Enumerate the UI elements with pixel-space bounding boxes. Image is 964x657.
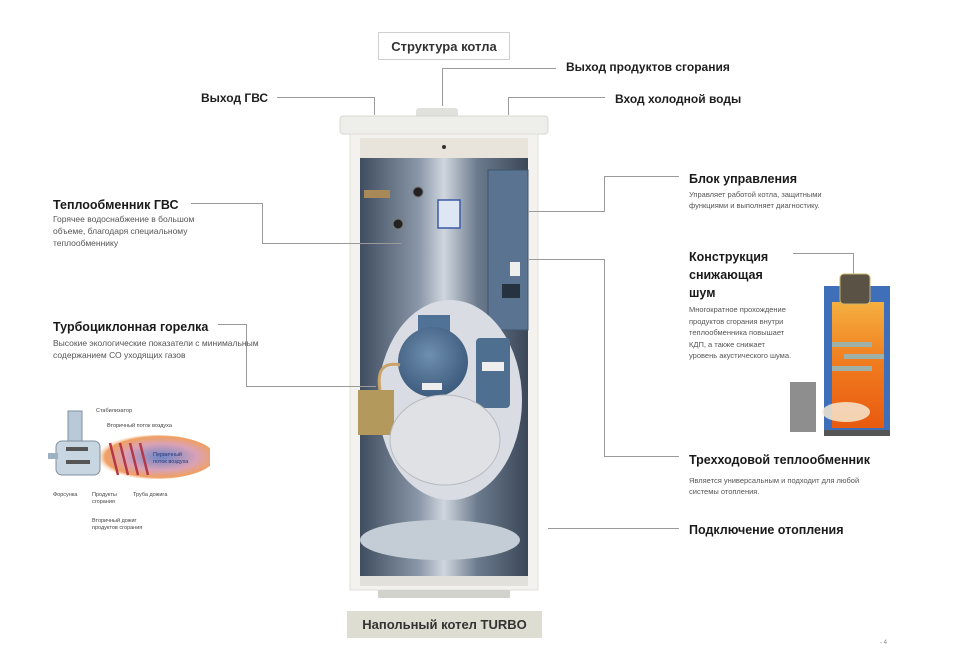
leader-line — [548, 528, 679, 529]
callout-heading-turbo-burner: Турбоциклонная горелка — [53, 320, 209, 334]
callout-heading-control-block: Блок управления — [689, 172, 797, 186]
burner-fan — [398, 327, 468, 397]
leader-line — [528, 259, 605, 260]
callout-heading-heating-connection: Подключение отопления — [689, 523, 844, 537]
flame — [95, 435, 210, 479]
callout-heading-dhw-exchanger: Теплообменник ГВС — [53, 198, 179, 212]
burner-body — [55, 440, 101, 476]
leader-line — [508, 97, 509, 115]
burner-unit — [790, 382, 816, 432]
callout-text-turbo-burner: Высокие экологические показатели с миним… — [53, 338, 259, 360]
stabilizer-pipe — [67, 410, 83, 442]
callout-text-dhw-exchanger: Горячее водоснабжение в большом объеме, … — [53, 214, 195, 248]
label-flue-out: Выход продуктов сгорания — [566, 60, 730, 74]
leader-line — [604, 176, 679, 177]
leader-line — [262, 203, 263, 243]
heat-exchanger-cutaway — [790, 273, 890, 436]
burner-flame — [822, 402, 870, 422]
leader-line — [277, 97, 374, 98]
leader-line — [191, 203, 263, 204]
pipe-fitting — [364, 190, 390, 198]
callout-text-control-block: Управляет работой котла, защитными функц… — [689, 190, 822, 210]
label-cold-in: Вход холодной воды — [615, 92, 742, 106]
burner-control-box — [476, 338, 510, 408]
label-secondary-afterburn: Вторичный дожиг продуктов сгорания — [92, 518, 143, 531]
label-combustion-products: Продукты сгорания — [92, 492, 117, 505]
control-block — [487, 169, 529, 331]
leader-line — [508, 97, 605, 98]
diagram-title: Структура котла — [378, 32, 510, 60]
leader-line — [246, 324, 247, 386]
product-caption: Напольный котел TURBO — [347, 611, 542, 638]
leader-line — [604, 259, 605, 456]
boiler-base — [378, 590, 510, 598]
label-secondary-air: Вторичный поток воздуха — [107, 423, 172, 429]
fuel-pump — [358, 390, 394, 435]
label-primary-air: Первичный поток воздуха — [153, 452, 189, 465]
leader-line — [442, 68, 556, 69]
label-afterburn-tube: Труба дожига — [133, 492, 168, 498]
label-dhw-out: Выход ГВС — [201, 91, 269, 105]
boiler-top-lid — [339, 115, 549, 135]
callout-text-noise-reduction: Многократное прохождение продуктов сгора… — [689, 305, 792, 360]
leader-line — [218, 324, 246, 325]
callout-text-three-pass-exchanger: Является универсальным и подходит для лю… — [689, 476, 860, 496]
boiler-illustration — [339, 108, 549, 598]
leader-line — [374, 97, 375, 115]
leader-line — [246, 386, 376, 387]
leader-line — [793, 253, 853, 254]
burner-cutaway-diagram — [48, 410, 210, 479]
leader-line — [604, 456, 679, 457]
callout-heading-three-pass-exchanger: Трехходовой теплообменник — [689, 453, 870, 467]
callout-heading-noise-reduction: Конструкция снижающая шум — [689, 250, 769, 300]
leader-line — [528, 211, 605, 212]
flue-silencer — [839, 273, 871, 305]
leader-line — [853, 253, 854, 275]
leader-line — [442, 68, 443, 106]
leader-line — [604, 176, 605, 212]
sticker — [437, 199, 461, 229]
page-number: - 4 — [880, 640, 888, 646]
leader-line — [262, 243, 402, 244]
label-stabilizer: Стабилизатор — [96, 408, 133, 414]
label-nozzle: Форсунка — [53, 492, 78, 498]
